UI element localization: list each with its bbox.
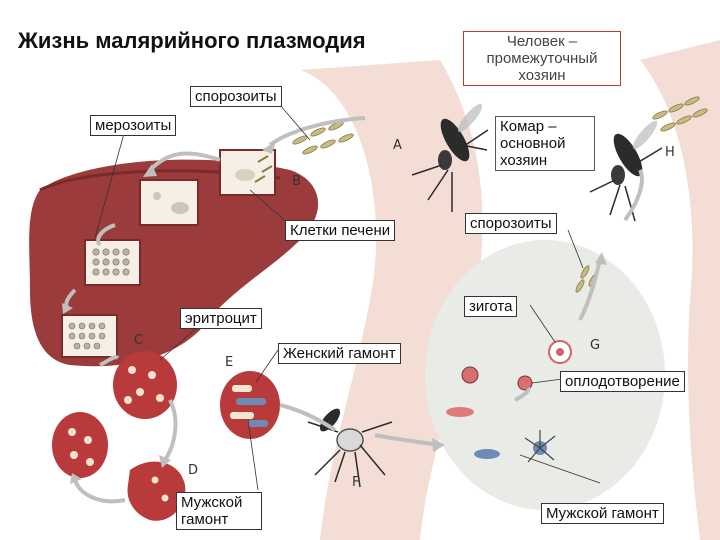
label-fertilization: оплодотворение [560,371,685,392]
label-human-host: Человек – промежуточный хозяин [463,31,621,86]
stage-letter-f: F [352,475,360,490]
mosquito-host-icon [589,120,663,222]
stage-letter-d: D [188,463,199,478]
label-zygote: зигота [464,296,518,317]
label-male-gamont-left: Мужской гамонт [176,492,262,530]
human-arm-skin [640,40,720,540]
liver-cell-developing [139,179,199,226]
lifecycle-arrowheads [62,141,607,484]
mosquito-biting-icon [411,103,489,212]
stage-letter-a: A [393,138,402,153]
liver-cell-schizont [84,239,141,286]
liver-cell-bursting [61,314,118,358]
label-sporozoites-top: спорозоиты [190,86,282,107]
label-liver-cells: Клетки печени [285,220,396,241]
female-gamont-cell [446,407,474,417]
male-gamete-exflagellation [524,430,556,463]
stage-letter-c: C [134,333,144,348]
label-erythrocyte: эритроцит [180,308,262,329]
label-merozoites: мерозоиты [90,115,177,136]
stage-letter-g: G [590,338,601,353]
erythrocyte-bursting [127,461,186,521]
stage-letter-e: E [225,355,234,370]
zygote-nucleus [556,348,564,356]
label-sporozoites-right: спорозоиты [465,213,557,234]
male-gamont-cell [474,449,500,459]
stage-letter-h: H [665,145,675,160]
label-female-gamont: Женский гамонт [278,343,401,364]
erythrocyte-infected-bottom [52,412,108,478]
sporozoites-cluster-top [292,121,354,155]
erythrocyte-gametocytes [220,371,280,439]
label-mosquito-host: Комар – основной хозяин [495,116,595,171]
stage-letter-b: B [292,174,301,189]
diagram-title: Жизнь малярийного плазмодия [18,28,366,53]
erythrocyte-infected-top [113,351,177,419]
liver-cell-infected [219,149,276,196]
female-gamete [461,366,479,384]
label-male-gamont-right: Мужской гамонт [541,503,664,524]
sporozoites-cluster-mosquito [652,96,708,132]
